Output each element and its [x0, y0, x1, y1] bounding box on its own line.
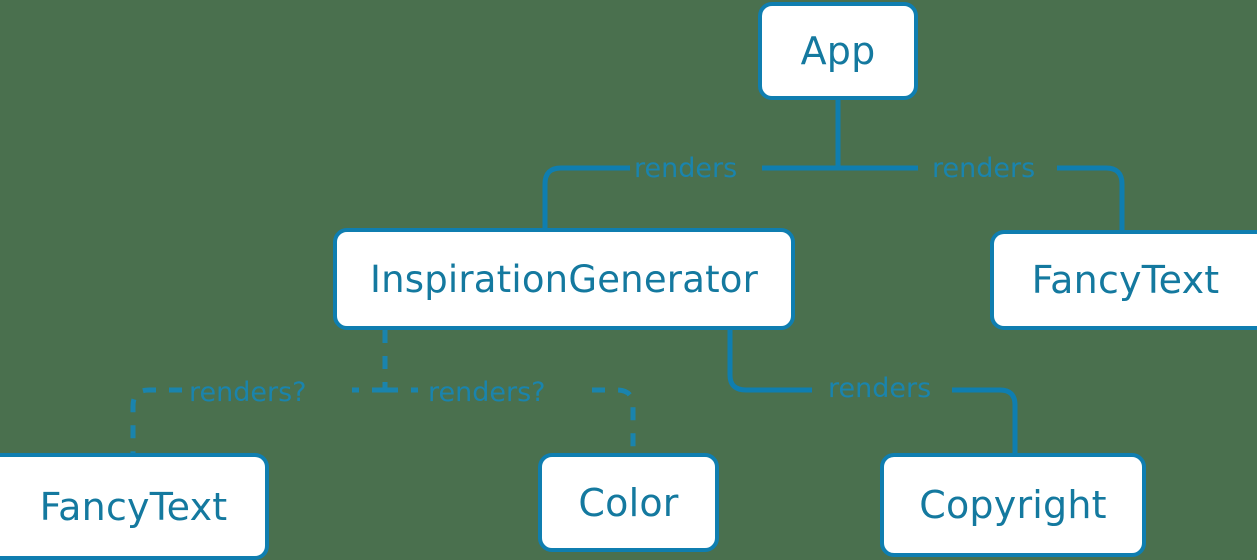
- node-fancytext-bottom[interactable]: FancyText: [0, 453, 269, 560]
- node-copyright-label: Copyright: [919, 483, 1107, 527]
- edge-label-inspirationgenerator-to-copyright: renders: [828, 373, 932, 404]
- edge-app-to-inspirationgenerator: [542, 165, 838, 228]
- node-inspiration-generator-label: InspirationGenerator: [369, 257, 759, 301]
- node-copyright[interactable]: Copyright: [880, 453, 1146, 557]
- edge-label-inspirationgenerator-to-fancytext-bottom: renders?: [189, 377, 307, 408]
- edge-label-app-to-inspirationgenerator: renders: [634, 153, 738, 184]
- edge-inspirationgenerator-to-color: [385, 387, 636, 453]
- node-fancytext-top[interactable]: FancyText: [990, 230, 1257, 330]
- node-color[interactable]: Color: [538, 453, 719, 552]
- node-fancytext-top-label: FancyText: [1031, 258, 1220, 302]
- edge-inspirationgenerator-to-fancytext-bottom: [130, 387, 385, 453]
- node-inspiration-generator[interactable]: InspirationGenerator: [333, 228, 795, 330]
- edge-inspirationgenerator-to-copyright: [727, 330, 1018, 453]
- node-app[interactable]: App: [758, 2, 918, 100]
- edge-app-to-fancytext: [838, 165, 1125, 230]
- edge-label-inspirationgenerator-to-color: renders?: [428, 377, 546, 408]
- edge-label-app-to-fancytext: renders: [932, 153, 1036, 184]
- node-fancytext-bottom-label: FancyText: [39, 484, 228, 529]
- node-app-label: App: [800, 29, 876, 73]
- node-color-label: Color: [578, 480, 679, 525]
